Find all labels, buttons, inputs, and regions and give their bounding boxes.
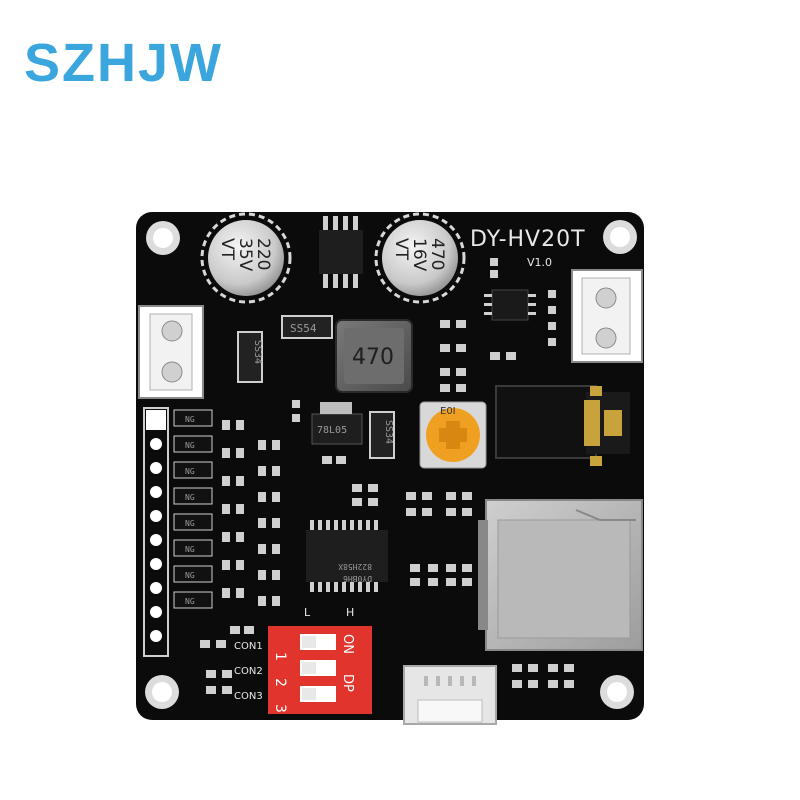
potentiometer-label: E0I	[440, 406, 456, 417]
screw-terminal-left	[138, 305, 204, 399]
cap1-value: 220	[253, 238, 273, 270]
svg-text:NG: NG	[185, 441, 195, 450]
chip-pins-top	[310, 520, 378, 592]
diode-top-label: SS54	[290, 322, 317, 335]
amp-chip-line1: DY0BH6	[343, 574, 372, 583]
svg-text:NG: NG	[185, 467, 195, 476]
regulator-label: 78L05	[317, 425, 347, 436]
con2-label: CON2	[234, 666, 263, 677]
mounting-hole-bottom-left	[145, 675, 179, 709]
diode-left: SS34	[237, 331, 263, 383]
header-pins-left	[143, 407, 169, 657]
capacitor-220uf: 220 35V VT	[200, 212, 292, 304]
mounting-hole-top-left	[146, 221, 180, 255]
mounting-hole-bottom-right	[600, 675, 634, 709]
dip-switch-2[interactable]	[300, 660, 336, 676]
dip-pos-2: 2	[272, 678, 288, 687]
cap2-voltage: 16V	[409, 238, 429, 272]
potentiometer: E0I	[419, 401, 487, 469]
audio-jack	[495, 385, 630, 466]
dip-pos-3: 3	[272, 704, 288, 713]
dip-dp-label: DP	[340, 674, 355, 692]
svg-text:NG: NG	[185, 571, 195, 580]
inductor: 470	[335, 319, 413, 393]
dip-switch-3[interactable]	[300, 686, 336, 702]
resistor-array: NG NG NG NG NG NG NG NG	[173, 409, 213, 609]
smd-components	[200, 258, 574, 694]
micro-usb-connector	[403, 665, 497, 725]
diode-top: SS54	[281, 315, 333, 339]
cap2-value: 470	[427, 238, 447, 270]
cap2-mark: VT	[391, 238, 411, 261]
diode-left-label: SS34	[252, 340, 263, 364]
level-high-label: H	[346, 606, 354, 619]
board-model-label: DY-HV20T	[470, 227, 586, 252]
diode-middle-label: SS34	[383, 420, 394, 444]
level-low-label: L	[304, 606, 311, 619]
board-version-label: V1.0	[527, 256, 552, 269]
mounting-hole-top-right	[603, 220, 637, 254]
dip-switch[interactable]: 1 2 3 ON DP	[268, 626, 372, 714]
capacitor-470uf: 470 16V VT	[374, 212, 466, 304]
screw-terminal-right	[571, 269, 643, 363]
cap1-mark: VT	[217, 238, 237, 261]
svg-text:NG: NG	[185, 545, 195, 554]
con3-label: CON3	[234, 691, 263, 702]
cap1-voltage: 35V	[235, 238, 255, 272]
dip-switch-1[interactable]	[300, 634, 336, 650]
mosfet-chip-top	[319, 216, 363, 288]
svg-text:NG: NG	[185, 597, 195, 606]
sd-card-slot	[478, 499, 643, 651]
dip-pos-1: 1	[272, 652, 288, 661]
svg-text:NG: NG	[185, 415, 195, 424]
brand-watermark: SZHJW	[24, 33, 223, 93]
amp-chip-line2: 822H58X	[338, 562, 372, 571]
amplifier-chip: DY0BH6 822H58X	[306, 520, 388, 592]
svg-text:NG: NG	[185, 493, 195, 502]
con1-label: CON1	[234, 641, 263, 652]
dip-on-label: ON	[340, 634, 355, 654]
diode-middle: SS34	[369, 411, 395, 459]
svg-text:NG: NG	[185, 519, 195, 528]
voltage-regulator: 78L05	[311, 402, 363, 445]
inductor-label: 470	[352, 345, 394, 370]
small-ic-right	[484, 289, 536, 321]
